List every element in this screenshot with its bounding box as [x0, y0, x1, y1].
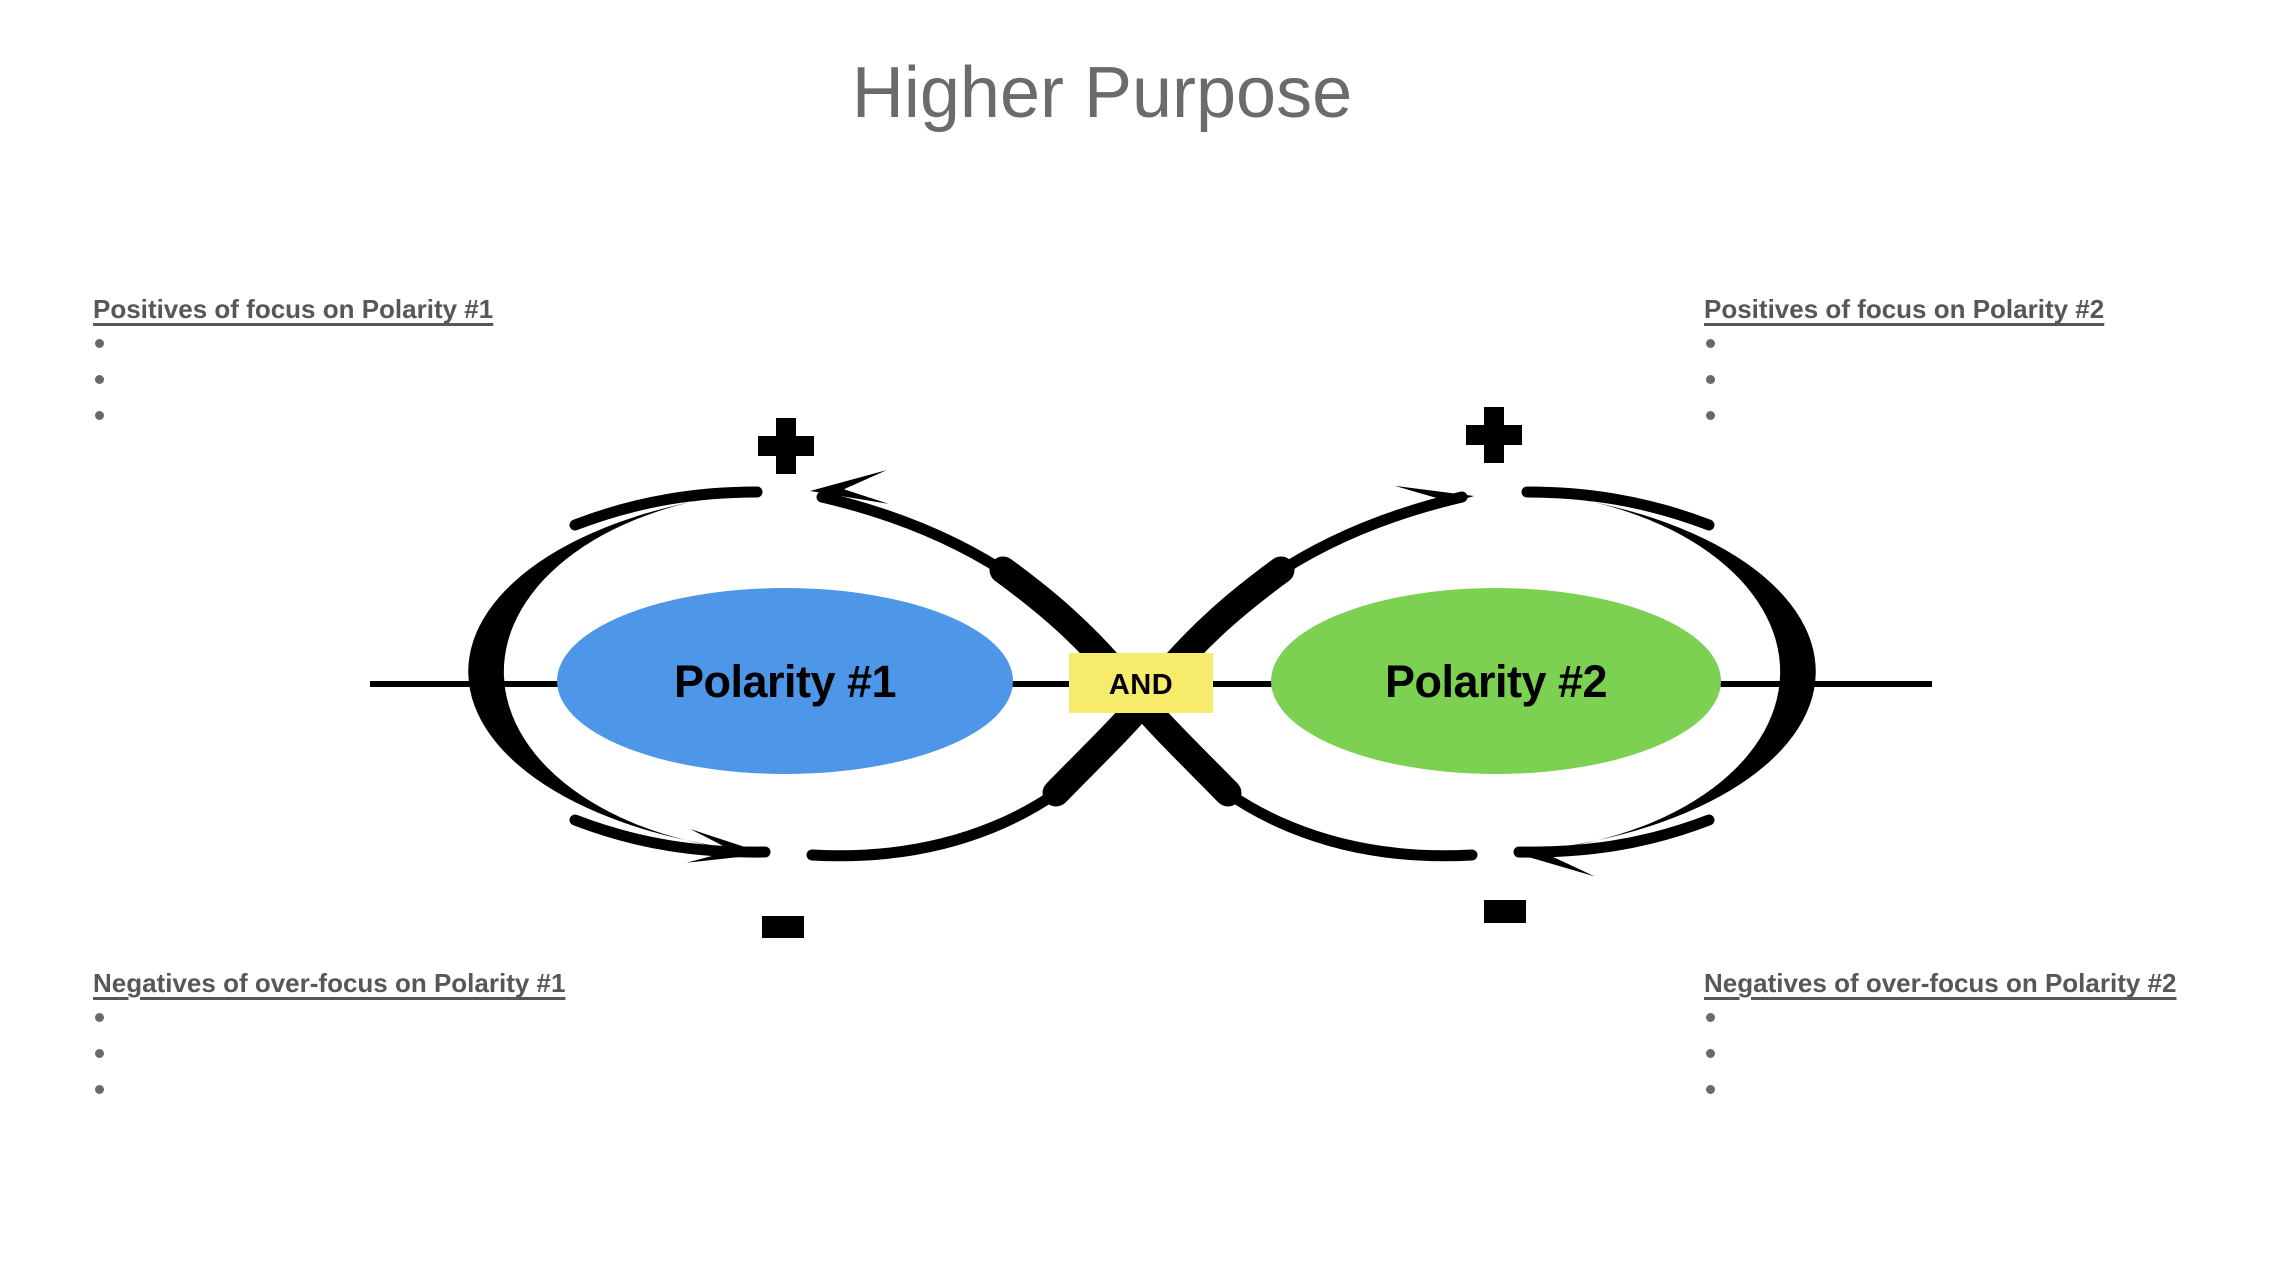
quadrant-bottom-left: Negatives of over-focus on Polarity #1: [93, 968, 653, 1095]
quadrant-top-right: Positives of focus on Polarity #2: [1704, 294, 2264, 421]
quadrant-heading: Negatives of over-focus on Polarity #1: [93, 968, 566, 998]
quadrant-top-left: Positives of focus on Polarity #1: [93, 294, 653, 421]
flow-arrowhead-bottom-left-icon: [686, 828, 766, 863]
page-title: Higher Purpose: [851, 53, 1353, 133]
plus-sign-left-icon: [758, 418, 814, 474]
and-label: AND: [1109, 669, 1173, 701]
quadrant-heading: Negatives of over-focus on Polarity #2: [1704, 968, 2177, 998]
flow-arrowhead-bottom-right-icon: [1518, 842, 1597, 877]
flow-arrowhead-top-right-icon: [1394, 485, 1474, 520]
bullet-dot: [95, 411, 104, 421]
pole-label-left: Polarity #1: [674, 656, 896, 707]
bullet-dot: [1706, 375, 1715, 385]
bullet-dot: [95, 1013, 104, 1023]
bullet-dot: [1706, 1085, 1715, 1095]
quadrant-heading: Positives of focus on Polarity #2: [1704, 294, 2105, 324]
quadrant-heading: Positives of focus on Polarity #1: [93, 294, 494, 324]
bullet-dot: [95, 1085, 104, 1095]
bullet-dot: [1706, 1013, 1715, 1023]
bullet-dot: [95, 339, 104, 349]
bullet-dot: [1706, 411, 1715, 421]
bullet-dot: [95, 375, 104, 385]
plus-sign-right-icon: [1466, 407, 1522, 463]
bullet-dot: [1706, 1049, 1715, 1059]
bullet-dot: [95, 1049, 104, 1059]
quadrant-bottom-right: Negatives of over-focus on Polarity #2: [1704, 968, 2264, 1095]
bullet-dot: [1706, 339, 1715, 349]
pole-ellipse-right[interactable]: [1271, 588, 1721, 774]
pole-label-right: Polarity #2: [1385, 656, 1607, 707]
loop-right-top-tail: [1521, 486, 1715, 531]
minus-sign-left-icon: [762, 916, 804, 938]
flow-arrowhead-top-left-icon: [810, 469, 889, 504]
and-box[interactable]: [1069, 653, 1213, 713]
pole-ellipse-left[interactable]: [557, 588, 1013, 774]
minus-sign-right-icon: [1484, 900, 1526, 923]
loop-left-top-tail: [569, 486, 763, 531]
